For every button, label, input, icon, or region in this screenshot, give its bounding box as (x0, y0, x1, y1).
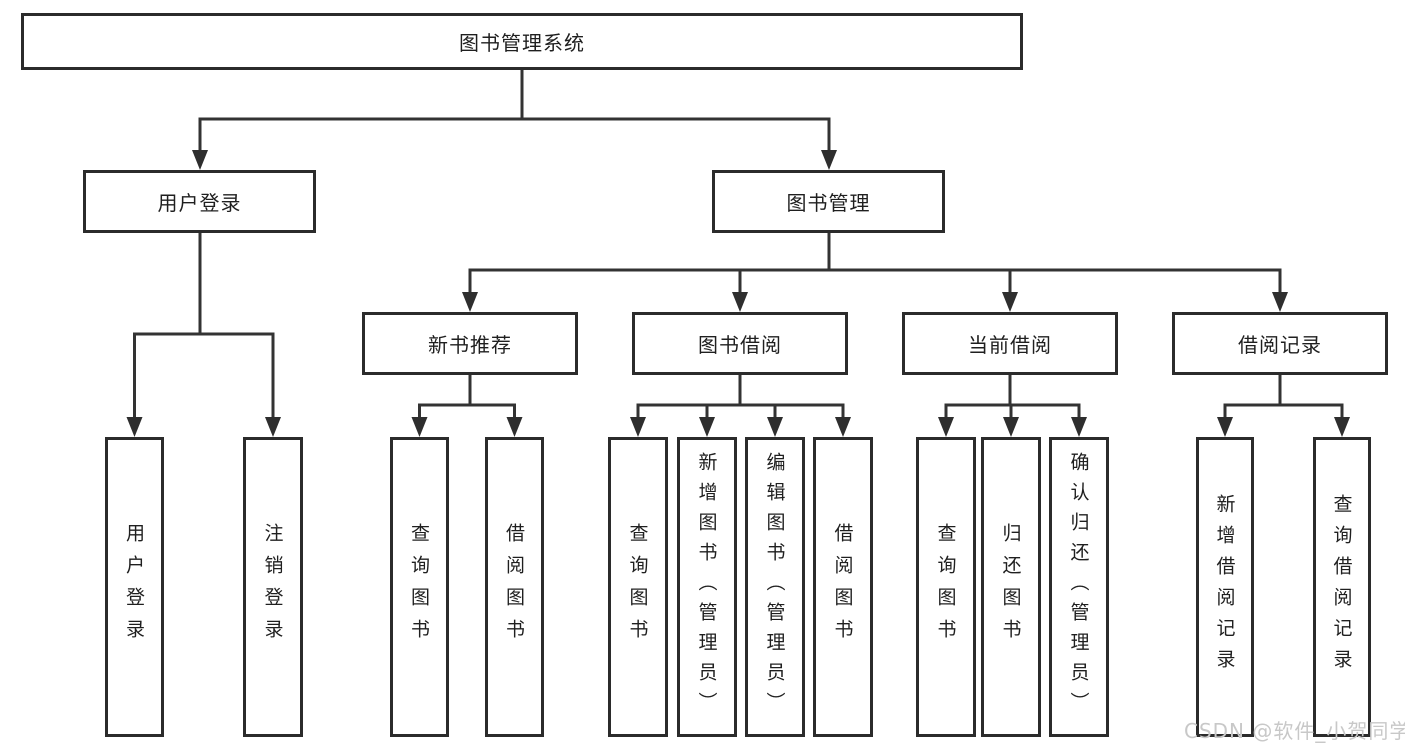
watermark: CSDN @软件_小贺同学 (1184, 719, 1405, 743)
leaf-edit-book-admin: 编辑图书（管理员） (745, 437, 805, 737)
leaf-return-book: 归还图书 (981, 437, 1041, 737)
leaf-add-book-admin: 新增图书（管理员） (677, 437, 737, 737)
node-library-system: 图书管理系统 (21, 13, 1023, 70)
leaf-borrow-books: 借阅图书 (813, 437, 873, 737)
node-user-login: 用户登录 (83, 170, 316, 233)
leaf-logout: 注销登录 (243, 437, 303, 737)
node-book-management: 图书管理 (712, 170, 945, 233)
leaf-query-books-borrow: 查询图书 (608, 437, 668, 737)
leaf-borrow-books-recommend: 借阅图书 (485, 437, 544, 737)
leaf-add-borrow-record: 新增借阅记录 (1196, 437, 1254, 737)
leaf-user-login: 用户登录 (105, 437, 164, 737)
leaf-query-books-recommend: 查询图书 (390, 437, 449, 737)
node-current-borrow: 当前借阅 (902, 312, 1118, 375)
node-borrow-records: 借阅记录 (1172, 312, 1388, 375)
node-book-borrow: 图书借阅 (632, 312, 848, 375)
leaf-query-books-current: 查询图书 (916, 437, 976, 737)
node-new-book-recommend: 新书推荐 (362, 312, 578, 375)
leaf-confirm-return-admin: 确认归还（管理员） (1049, 437, 1109, 737)
leaf-query-borrow-record: 查询借阅记录 (1313, 437, 1371, 737)
